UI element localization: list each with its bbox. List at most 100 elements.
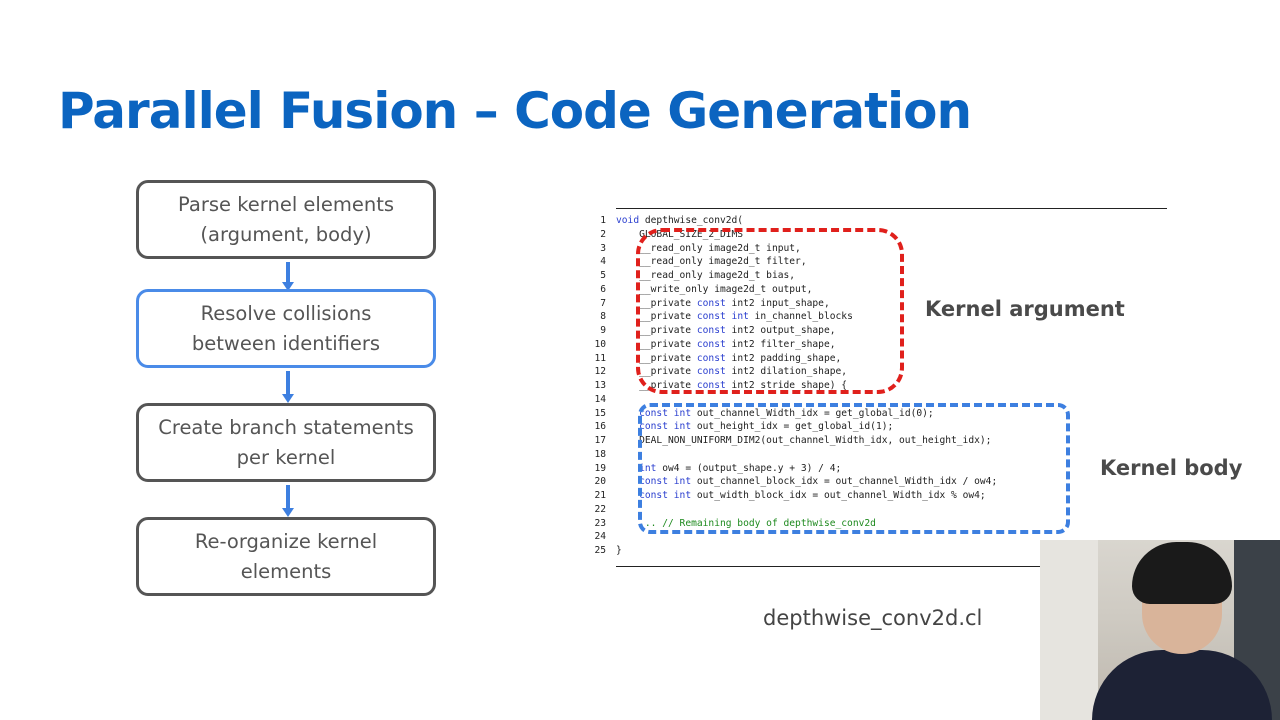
step-text-line: Parse kernel elements (177, 192, 394, 216)
line-number: 11 (594, 352, 606, 364)
code-line: 13 __private const int2 stride_shape) { (594, 379, 997, 393)
code-text: out_width_block_idx = out_channel_Width_… (691, 490, 986, 501)
code-listing: 1 void depthwise_conv2d( 2 GLOBAL_SIZE_2_D… (594, 214, 997, 558)
code-line: 6 __write_only image2d_t output, (594, 283, 997, 297)
code-text (616, 518, 639, 529)
code-line: 19 int ow4 = (output_shape.y + 3) / 4; (594, 462, 997, 476)
code-line: 10 __private const int2 filter_shape, (594, 338, 997, 352)
kernel-body-highlight-box (638, 403, 1070, 534)
code-keyword: int (673, 476, 692, 488)
code-text: __private (616, 325, 697, 336)
line-number: 16 (594, 421, 606, 433)
code-text: out_channel_block_idx = out_channel_Widt… (691, 476, 998, 488)
code-keyword: const (696, 338, 726, 350)
code-keyword: int (731, 311, 749, 323)
code-text: int2 output_shape, (725, 325, 836, 336)
code-text: __private (616, 338, 697, 350)
code-text: out_height_idx = get_global_id(1); (691, 421, 894, 433)
webcam-background-door (1040, 540, 1098, 720)
code-line: 1 void depthwise_conv2d( (594, 214, 997, 228)
code-filename: depthwise_conv2d.cl (763, 606, 983, 630)
code-keyword: const (696, 352, 726, 364)
code-text: __private (616, 352, 697, 364)
code-line: 5 __read_only image2d_t bias, (594, 269, 997, 283)
code-text: out_channel_Width_idx = get_global_id(0)… (691, 407, 934, 419)
line-number: 15 (594, 407, 606, 419)
code-text: __read_only image2d_t bias, (616, 270, 796, 281)
line-number: 14 (594, 393, 606, 405)
code-text: __write_only image2d_t output, (616, 283, 813, 295)
code-keyword: int (673, 407, 692, 419)
code-text: __private (616, 380, 697, 391)
step-create-branch-statements: Create branch statements per kernel (136, 403, 436, 482)
line-number: 21 (594, 490, 606, 501)
line-number: 3 (600, 242, 606, 254)
code-line: 17 DEAL_NON_UNIFORM_DIM2(out_channel_Wid… (594, 434, 997, 448)
step-text-line: Create branch statements (158, 415, 414, 439)
code-line: 24 (594, 530, 997, 544)
code-text: __private (616, 311, 697, 323)
code-line: 3 __read_only image2d_t input, (594, 242, 997, 256)
line-number: 9 (600, 325, 606, 336)
step-text-line: between identifiers (191, 331, 381, 355)
code-line: 20 const int out_channel_block_idx = out… (594, 475, 997, 489)
code-text: GLOBAL_SIZE_2_DIMS (616, 228, 744, 240)
code-text (616, 421, 639, 432)
code-text: __read_only image2d_t filter, (616, 256, 807, 268)
line-number: 19 (594, 462, 606, 474)
code-line: 8 __private const int in_channel_blocks (594, 310, 997, 324)
code-line: 7 __private const int2 input_shape, (594, 297, 997, 311)
presenter-hair (1132, 542, 1232, 604)
code-line: 21 const int out_width_block_idx = out_c… (594, 489, 997, 503)
code-keyword: const (639, 490, 668, 501)
code-keyword: int (639, 462, 657, 474)
line-number: 2 (600, 228, 606, 240)
code-text (616, 408, 639, 419)
code-text: __read_only image2d_t input, (616, 242, 801, 254)
code-line: 14 (594, 393, 997, 407)
step-text-line: elements (240, 559, 332, 583)
code-text: in_channel_blocks (748, 311, 853, 323)
code-top-rule (616, 208, 1167, 209)
code-keyword: int (673, 490, 692, 501)
code-text: } (616, 545, 622, 556)
line-number: 25 (594, 545, 606, 556)
code-keyword: const (639, 407, 668, 419)
step-resolve-collisions: Resolve collisions between identifiers (136, 289, 436, 368)
step-text-line: Resolve collisions (200, 301, 372, 325)
code-text: int2 filter_shape, (725, 338, 836, 350)
code-line: 4 __read_only image2d_t filter, (594, 255, 997, 269)
code-line: 25} (594, 544, 997, 558)
code-keyword: const (639, 421, 668, 433)
code-line: 16 const int out_height_idx = get_global… (594, 420, 997, 434)
flow-arrow (282, 262, 294, 292)
code-line: 18 (594, 448, 997, 462)
code-keyword: int (673, 421, 692, 433)
step-text-line: (argument, body) (200, 222, 372, 246)
flow-arrow (282, 485, 294, 519)
code-keyword: const (696, 366, 726, 378)
code-text (616, 463, 639, 474)
kernel-body-label: Kernel body (1100, 456, 1243, 480)
code-text: depthwise_conv2d( (639, 215, 744, 226)
line-number: 10 (594, 338, 606, 350)
line-number: 24 (594, 531, 606, 543)
code-text: ow4 = (output_shape.y + 3) / 4; (656, 462, 842, 474)
presenter-body (1092, 650, 1272, 720)
code-keyword: const (696, 297, 726, 309)
line-number: 1 (600, 215, 606, 226)
code-line: 9 __private const int2 output_shape, (594, 324, 997, 338)
code-keyword: void (616, 215, 640, 226)
line-number: 18 (594, 448, 606, 460)
flow-arrow (282, 371, 294, 405)
code-text: DEAL_NON_UNIFORM_DIM2(out_channel_Width_… (616, 435, 992, 446)
line-number: 7 (600, 297, 606, 309)
code-keyword: const (696, 380, 726, 391)
code-bottom-rule (616, 566, 1040, 567)
line-number: 20 (594, 476, 606, 488)
line-number: 12 (594, 366, 606, 378)
code-line: 15 const int out_channel_Width_idx = get… (594, 407, 997, 421)
line-number: 23 (594, 517, 606, 529)
code-text: int2 stride_shape) { (725, 380, 848, 391)
code-keyword: const (639, 476, 668, 488)
